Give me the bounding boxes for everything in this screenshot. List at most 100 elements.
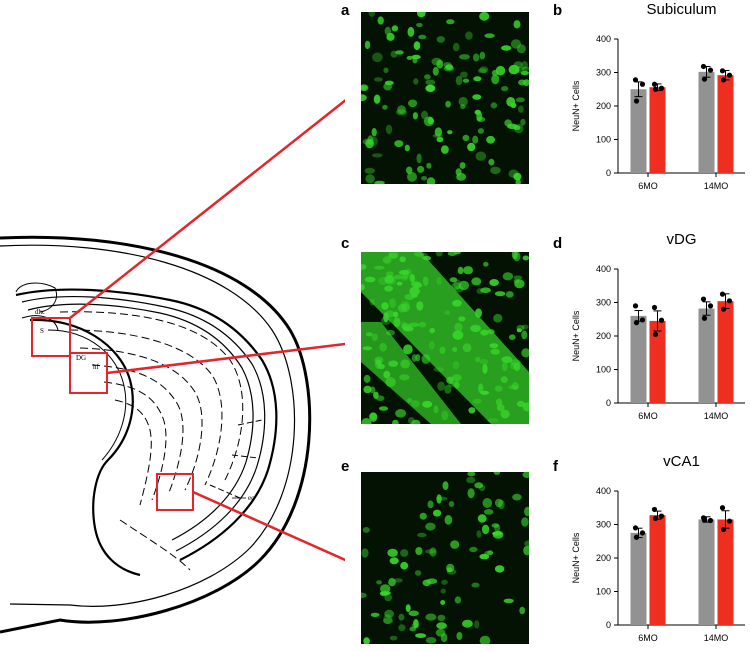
neuron-cell — [399, 256, 406, 263]
neuron-cell — [493, 313, 503, 323]
neuron-cell — [476, 530, 482, 538]
neuron-cell — [367, 135, 374, 145]
data-point — [700, 296, 707, 302]
neuron-cell — [400, 561, 409, 570]
neuron-cell — [512, 382, 519, 391]
neuron-cell — [389, 635, 398, 641]
neuron-cell — [364, 40, 371, 50]
neuron-cell — [383, 82, 393, 91]
neuron-cell — [382, 617, 394, 625]
neuron-cell — [471, 277, 482, 286]
neuron-cell — [457, 266, 464, 275]
neuron-cell — [445, 64, 454, 71]
neuron-cell — [494, 291, 506, 297]
y-tick-label: 400 — [596, 34, 611, 44]
neuron-cell — [462, 134, 470, 142]
neuron-cell — [377, 16, 384, 25]
neuron-cell — [458, 96, 468, 107]
neuron-cell — [487, 329, 495, 335]
neuron-cell — [516, 97, 525, 103]
neuron-cell — [495, 398, 503, 406]
y-tick-label: 300 — [596, 520, 611, 530]
neuron-cell — [491, 69, 499, 76]
neuron-cell — [422, 400, 433, 408]
neuron-cell — [501, 86, 509, 92]
neuron-cell — [493, 472, 501, 475]
data-point — [726, 298, 733, 304]
data-point — [652, 86, 659, 92]
neuron-cell — [460, 71, 468, 78]
neuron-cell — [427, 500, 434, 509]
neuron-cell — [373, 94, 381, 104]
neuron-cell — [417, 532, 427, 538]
neuron-cell — [372, 52, 383, 63]
chart-title: Subiculum — [646, 1, 716, 18]
neuron-cell — [491, 74, 500, 85]
neuron-cell — [411, 419, 421, 424]
bar — [649, 87, 666, 173]
data-point — [632, 525, 639, 531]
neuron-cell — [513, 275, 523, 280]
neuron-cell — [389, 557, 399, 565]
neuron-cell — [425, 549, 436, 554]
neuron-cell — [408, 99, 418, 108]
neuron-cell — [460, 104, 466, 110]
neuron-cell — [399, 374, 410, 381]
neuron-cell — [521, 517, 529, 527]
neuron-cell — [413, 41, 421, 50]
neuron-cell — [381, 302, 389, 310]
neuron-cell — [394, 140, 404, 148]
neuron-cell — [414, 570, 422, 576]
neuron-cell — [510, 102, 517, 108]
neuron-cell — [444, 310, 451, 315]
neuron-cell — [509, 334, 516, 340]
neuron-cell — [427, 117, 434, 125]
neuron-cell — [490, 166, 501, 175]
x-tick-label: 6MO — [638, 411, 658, 421]
data-point — [726, 518, 733, 524]
neuron-cell — [472, 135, 479, 144]
neuron-cell — [483, 509, 494, 515]
neuron-cell — [444, 515, 453, 525]
neuron-cell — [521, 61, 528, 70]
y-tick-label: 300 — [596, 298, 611, 308]
data-point — [632, 303, 639, 309]
panel-letter-b: b — [553, 2, 563, 19]
bar — [717, 519, 734, 625]
neuron-cell — [401, 276, 408, 281]
neuron-cell — [415, 633, 427, 638]
neuron-cell — [404, 268, 412, 276]
neuron-cell — [363, 374, 371, 383]
data-point — [700, 63, 707, 70]
neuron-cell — [479, 358, 489, 365]
neuron-cell — [411, 622, 420, 629]
neuron-cell — [514, 66, 524, 73]
neuron-cell — [403, 344, 413, 355]
y-tick-label: 200 — [596, 331, 611, 341]
neuron-cell — [412, 57, 418, 64]
neuron-cell — [361, 94, 367, 102]
neuron-cell — [412, 112, 418, 120]
y-tick-label: 0 — [606, 168, 611, 178]
neuron-cell — [433, 509, 442, 517]
neuron-cell — [513, 20, 521, 29]
data-point — [651, 81, 658, 87]
y-tick-label: 200 — [596, 101, 611, 111]
neuron-cell — [470, 324, 481, 333]
neuron-cell — [440, 588, 446, 594]
neuron-cell — [361, 264, 367, 270]
neuron-cell — [436, 59, 444, 69]
neuron-cell — [440, 633, 448, 643]
bar — [717, 75, 734, 173]
neuron-cell — [386, 329, 395, 336]
bar — [698, 308, 715, 403]
neuron-cell — [510, 39, 522, 49]
data-point — [719, 68, 726, 74]
neuron-cell — [384, 593, 393, 602]
neuron-cell — [383, 370, 391, 379]
micrograph-vca1 — [361, 472, 529, 644]
data-point — [701, 315, 708, 321]
bar — [698, 519, 715, 625]
neuron-cell — [417, 12, 426, 18]
